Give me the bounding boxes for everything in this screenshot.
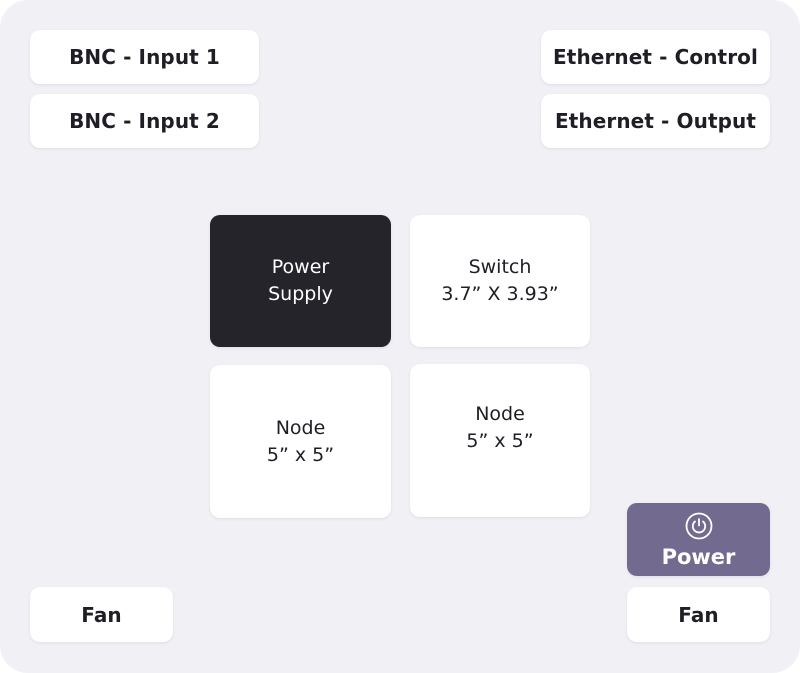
switch-line1: Switch	[468, 256, 532, 278]
ethernet-control-label: Ethernet - Control	[553, 45, 758, 69]
bnc-input-2-label: BNC - Input 2	[69, 109, 220, 133]
switch-line2: 3.7” X 3.93”	[441, 283, 559, 305]
power-button-label: Power	[661, 544, 736, 569]
ethernet-control-port: Ethernet - Control	[541, 30, 770, 84]
node-module-left: Node 5” x 5”	[210, 365, 391, 518]
node-left-line2: 5” x 5”	[266, 443, 335, 466]
fan-left: Fan	[30, 587, 173, 642]
node-right-line1: Node	[475, 402, 525, 425]
power-button[interactable]: Power	[627, 503, 770, 576]
bnc-input-2-port: BNC - Input 2	[30, 94, 259, 148]
bnc-input-1-port: BNC - Input 1	[30, 30, 259, 84]
ethernet-output-port: Ethernet - Output	[541, 94, 770, 148]
switch-module: Switch 3.7” X 3.93”	[410, 215, 590, 347]
bnc-input-1-label: BNC - Input 1	[69, 45, 220, 69]
node-right-line2: 5” x 5”	[466, 429, 534, 452]
node-module-right: Node 5” x 5”	[410, 364, 590, 517]
fan-right-label: Fan	[678, 602, 719, 627]
power-supply-module: Power Supply	[210, 215, 391, 347]
power-supply-line2: Supply	[268, 283, 333, 305]
fan-right: Fan	[627, 587, 770, 642]
fan-left-label: Fan	[81, 602, 122, 627]
node-left-line1: Node	[275, 416, 326, 439]
power-icon	[685, 512, 712, 539]
ethernet-output-label: Ethernet - Output	[554, 109, 757, 133]
power-supply-line1: Power	[271, 256, 330, 278]
